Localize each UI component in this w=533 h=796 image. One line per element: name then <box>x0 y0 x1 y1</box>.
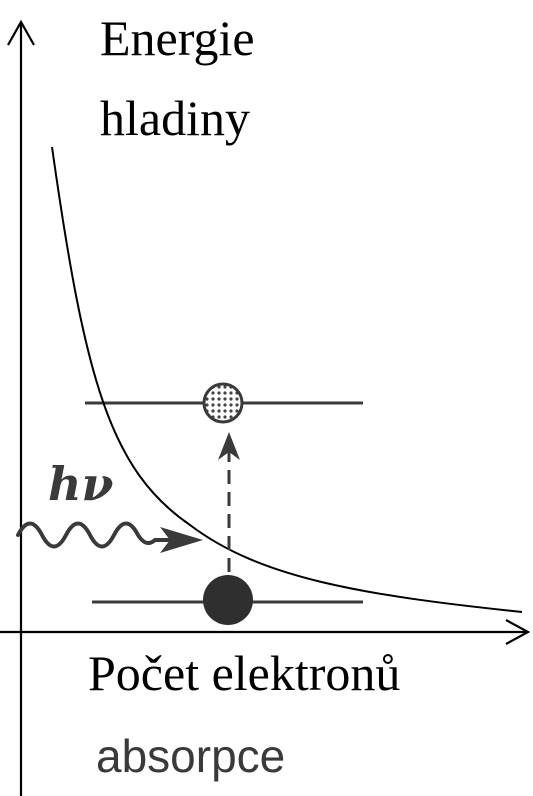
y-axis-label-line2: hladiny <box>100 90 250 146</box>
electron-distribution-curve <box>52 147 522 612</box>
y-axis-label-line1: Energie <box>100 10 255 66</box>
x-axis-label: Počet elektronů <box>88 645 400 701</box>
caption-absorpce: absorpce <box>96 730 285 782</box>
photon-label: hν <box>48 457 113 511</box>
photon-wave-icon <box>18 524 190 547</box>
excited-electron-icon <box>204 384 242 422</box>
ground-electron-icon <box>203 575 253 625</box>
